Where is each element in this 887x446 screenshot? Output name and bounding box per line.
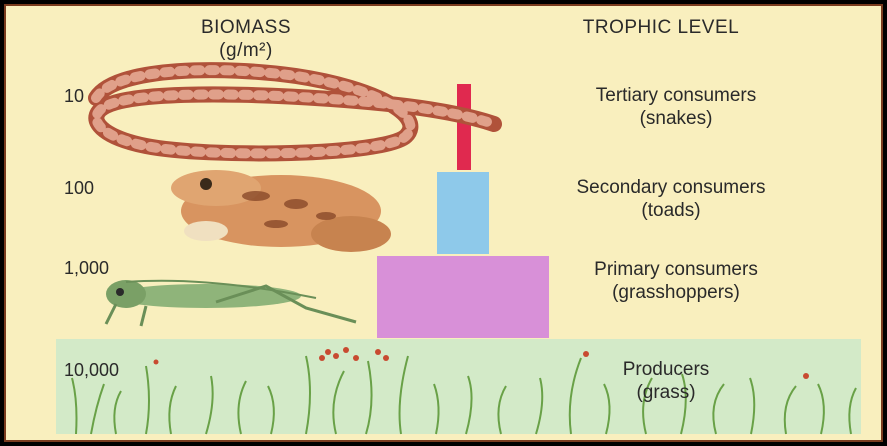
biomass-value-producers: 10,000 (64, 360, 119, 381)
biomass-value-tertiary: 10 (64, 86, 84, 107)
label-producers-example: (grass) (566, 381, 766, 404)
label-tertiary-name: Tertiary consumers (546, 84, 806, 107)
diagram-panel: BIOMASS (g/m²) TROPHIC LEVEL (4, 4, 883, 442)
label-producers-name: Producers (566, 358, 766, 381)
label-primary-name: Primary consumers (546, 258, 806, 281)
label-primary-example: (grasshoppers) (546, 281, 806, 304)
biomass-value-secondary: 100 (64, 178, 94, 199)
label-secondary-consumers: Secondary consumers (toads) (541, 176, 801, 222)
label-secondary-example: (toads) (541, 199, 801, 222)
biomass-value-primary: 1,000 (64, 258, 109, 279)
label-tertiary-example: (snakes) (546, 107, 806, 130)
label-tertiary-consumers: Tertiary consumers (snakes) (546, 84, 806, 130)
label-primary-consumers: Primary consumers (grasshoppers) (546, 258, 806, 304)
label-producers: Producers (grass) (566, 358, 766, 404)
label-secondary-name: Secondary consumers (541, 176, 801, 199)
